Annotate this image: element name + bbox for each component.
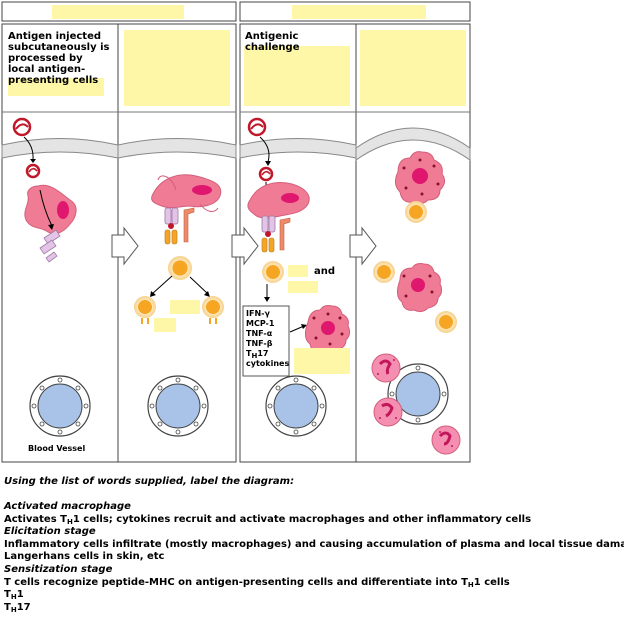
- activated-macrophage: [394, 151, 446, 205]
- word-list-section: Using the list of words supplied, label …: [4, 476, 624, 614]
- word-activates-th1: Activates TH1 cells; cytokines recruit a…: [4, 513, 532, 526]
- label-blank-effector-1: [288, 265, 308, 277]
- th1-cell-left: [134, 296, 156, 318]
- cytokine-list: IFN-γ MCP-1 TNF-α TNF-β TH17 cytokines: [246, 309, 290, 369]
- inflammatory-cells: [371, 353, 461, 455]
- cytokine-tnf-alpha: TNF-α: [246, 329, 273, 338]
- word-t-cells-recognize: T cells recognize peptide-MHC on antigen…: [4, 576, 510, 589]
- panel1-caption: Antigen injected subcutaneously is proce…: [8, 31, 110, 86]
- header-label-blank-1: [52, 5, 184, 19]
- and-label: and: [314, 266, 336, 277]
- label-blank-macrophage: [294, 348, 350, 374]
- cytokine-mcp-1: MCP-1: [246, 319, 275, 328]
- tcr-mhc-complex: [164, 207, 195, 245]
- label-blank-panel1: [8, 78, 104, 96]
- cytokine-box: [242, 305, 290, 377]
- label-blank-th17: [154, 318, 176, 332]
- blood-vessel-1: [29, 375, 91, 437]
- label-blank-effector-2: [288, 281, 318, 293]
- mhc-molecule: [39, 229, 61, 263]
- cytokine-ifn-gamma: IFN-γ: [246, 309, 270, 318]
- langerhans-cell: [24, 184, 77, 235]
- word-inflammatory-cells: Inflammatory cells infiltrate (mostly ma…: [4, 538, 624, 550]
- cytokine-cytokines: cytokines: [246, 359, 290, 368]
- infiltrating-t-cell-3: [435, 311, 457, 333]
- infiltrating-t-cell-2: [373, 261, 395, 283]
- tcr-mhc-complex-challenge: [261, 215, 291, 253]
- word-sensitization-stage: Sensitization stage: [4, 563, 113, 575]
- th1-cell-right: [202, 296, 224, 318]
- t-cell: [168, 256, 192, 280]
- header-label-blank-2: [292, 5, 426, 19]
- instructions: Using the list of words supplied, label …: [4, 476, 295, 487]
- activated-macrophage-challenge: [304, 305, 351, 355]
- blood-vessel-3: [265, 375, 327, 437]
- word-langerhans-cells: Langerhans cells in skin, etc: [4, 551, 165, 563]
- blood-vessel-2: [147, 375, 209, 437]
- activated-macrophage-2: [396, 263, 443, 313]
- antigen-icon-challenge: [247, 117, 274, 182]
- infiltrating-t-cell-1: [405, 201, 427, 223]
- word-th1: TH1: [4, 589, 24, 602]
- word-activated-macrophage: Activated macrophage: [4, 501, 131, 512]
- panel3-caption: Antigenic challenge: [245, 31, 300, 53]
- antigen-presenting-cell-challenge: [247, 182, 310, 219]
- cytokine-th17: TH17: [246, 349, 269, 360]
- stage-arrows: [111, 226, 377, 266]
- word-th17: TH17: [4, 601, 31, 614]
- effector-t-cell: [262, 261, 284, 283]
- label-blank-th1: [170, 300, 200, 314]
- cytokine-tnf-beta: TNF-β: [246, 339, 273, 348]
- label-blank-panel2: [124, 30, 230, 106]
- label-blank-panel3: [244, 46, 350, 106]
- hypersensitivity-diagram: [1, 1, 471, 463]
- antigen-icon: [12, 117, 41, 179]
- word-elicitation-stage: Elicitation stage: [4, 526, 96, 538]
- antigen-presenting-cell: [151, 174, 222, 212]
- label-blank-panel4: [360, 30, 466, 106]
- blood-vessel-label: Blood Vessel: [28, 444, 86, 453]
- blood-vessel-4: [387, 363, 449, 425]
